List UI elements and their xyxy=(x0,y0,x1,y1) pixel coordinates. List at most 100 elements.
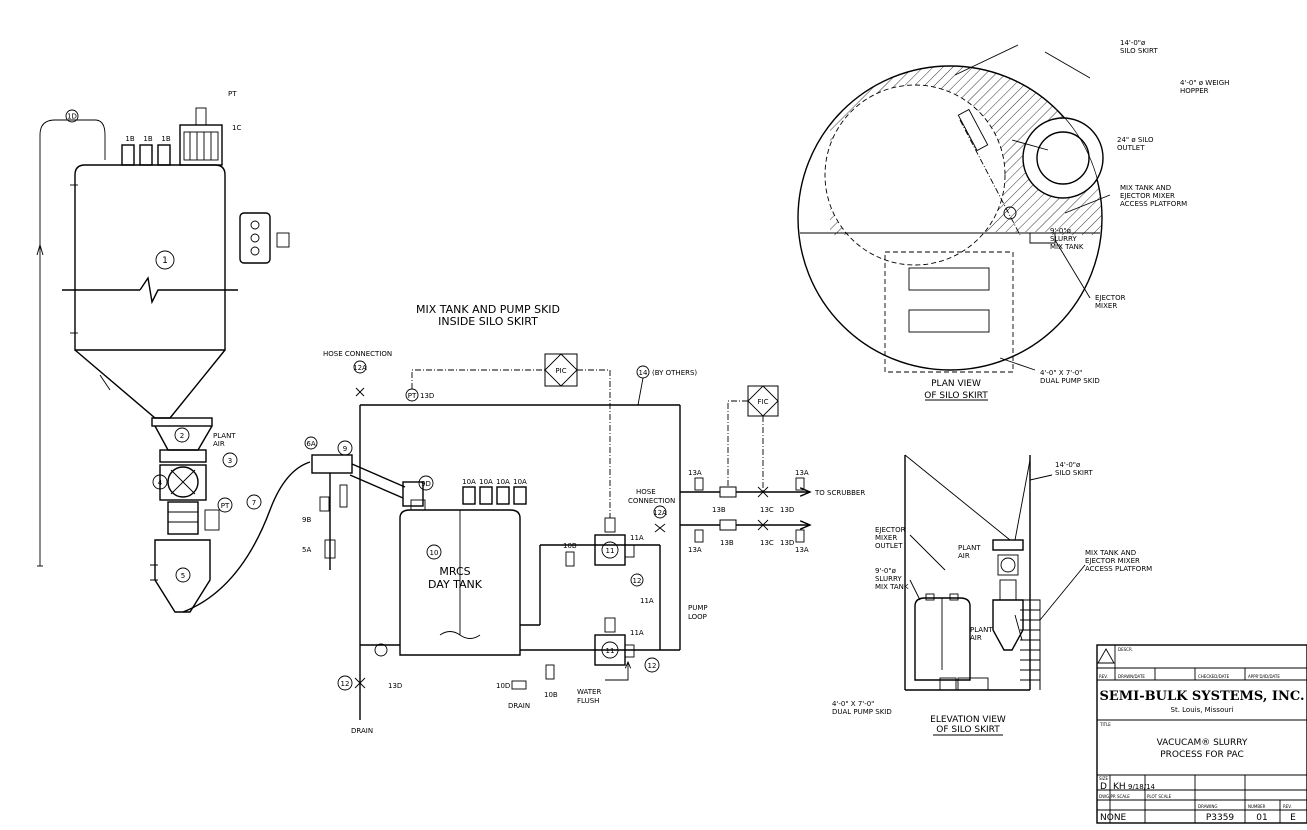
plan-pump-skid: 4'-0" X 7'-0"DUAL PUMP SKID xyxy=(1040,369,1100,385)
tag-13b-1: 13B xyxy=(712,506,726,514)
tag-5a: 5A xyxy=(302,546,311,554)
tb-checked-label: CHECKED/DATE xyxy=(1198,674,1230,679)
top-line-tag: 1D xyxy=(67,113,77,121)
tag-6a: 6A xyxy=(306,440,315,448)
tb-location: St. Louis, Missouri xyxy=(1171,706,1234,714)
pumps: 11 11 11A 11A 11A xyxy=(594,517,654,666)
tag-11a-3: 11A xyxy=(640,597,654,605)
tb-drawn-label: DRAWN/DATE xyxy=(1118,674,1145,679)
pt-skid-num: 13D xyxy=(420,392,434,400)
tag-13a-2: 13A xyxy=(688,546,702,554)
control-panel xyxy=(239,212,290,264)
tb-revision: E xyxy=(1290,813,1296,823)
tag-13a-3: 13A xyxy=(795,469,809,477)
dust-collector-pt: PT xyxy=(228,90,237,98)
tag-13a-1: 13A xyxy=(688,469,702,477)
tb-plot-scale-label: PLOT SCALE xyxy=(1147,794,1172,799)
pump-1-tag: 11 xyxy=(606,547,615,555)
hose-connection-1: HOSE CONNECTION xyxy=(323,350,392,358)
tank-label-line1: MRCS xyxy=(439,565,470,578)
mix-skid-title-line1: MIX TANK AND PUMP SKID xyxy=(416,303,560,316)
mix-skid-title: MIX TANK AND PUMP SKID INSIDE SILO SKIRT xyxy=(416,303,560,328)
water-flush-l1: WATER xyxy=(577,688,601,696)
tb-size: D xyxy=(1100,782,1107,792)
tb-date: 9/18/14 xyxy=(1128,783,1156,791)
tag-9: 9 xyxy=(343,445,347,453)
plan-title-2: OF SILO SKIRT xyxy=(924,391,988,401)
bin-vent-1-tag: 1B xyxy=(125,135,134,143)
tag-10b-2: 10B xyxy=(544,691,558,699)
pump-loop-l2: LOOP xyxy=(688,613,707,621)
tag-13c-2: 13C xyxy=(760,539,774,547)
tank-vent-2: 10A xyxy=(479,478,493,486)
tb-sheet-label: NUMBER xyxy=(1248,804,1266,809)
tag-9d: 9D xyxy=(421,480,431,488)
water-flush-l2: FLUSH xyxy=(577,697,599,705)
tag-2: 2 xyxy=(180,432,184,440)
tag-3: 3 xyxy=(228,457,232,465)
drain-1: DRAIN xyxy=(351,727,373,735)
tag-13d-3: 13D xyxy=(780,539,794,547)
silo: 1 xyxy=(62,164,238,427)
ejector: 9 6A 9D 9B 5A xyxy=(302,436,434,570)
tag-12-2: 12 xyxy=(648,662,657,670)
tag-11a-2: 11A xyxy=(630,629,644,637)
drain-2: DRAIN xyxy=(508,702,530,710)
tag-9b: 9B xyxy=(302,516,311,524)
tb-approved-label: APPR'D/ID/DATE xyxy=(1248,674,1280,679)
tb-rev-label-2: REV. xyxy=(1283,804,1292,809)
tank-vent-4: 10A xyxy=(513,478,527,486)
silo-tag-label: 1 xyxy=(162,256,168,266)
tank-label-line2: DAY TANK xyxy=(428,578,483,591)
tb-drawing-number: P3359 xyxy=(1206,813,1235,823)
tb-drawn: KH xyxy=(1113,782,1126,792)
elev-title-1: ELEVATION VIEW xyxy=(930,715,1006,725)
silo-tag xyxy=(155,250,175,270)
plan-title-1: PLAN VIEW xyxy=(931,379,981,389)
tb-title-1: VACUCAM® SLURRY xyxy=(1157,738,1248,748)
tag-10d: 10D xyxy=(496,682,510,690)
tag-11a-1: 11A xyxy=(630,534,644,542)
tb-sheet: 01 xyxy=(1256,813,1267,823)
dust-collector: 1C PT xyxy=(179,90,241,166)
tag-10b-1: 10B xyxy=(563,542,577,550)
tank-vent-1: 10A xyxy=(462,478,476,486)
tb-title-label: TITLE xyxy=(1099,722,1111,727)
tag-13b-2: 13B xyxy=(720,539,734,547)
tag-7: 7 xyxy=(252,499,256,507)
tb-desc-label: DESCR. xyxy=(1118,647,1133,652)
pump-2-tag: 11 xyxy=(606,647,615,655)
feed-pt: PT xyxy=(221,502,230,510)
tb-drawing-label: DRAWING xyxy=(1198,804,1217,809)
tag-13d-2: 13D xyxy=(780,506,794,514)
mix-skid-title-line2: INSIDE SILO SKIRT xyxy=(438,315,538,328)
hose-connection-2-l1: HOSE xyxy=(636,488,656,496)
title-block: DESCR. REV. DRAWN/DATE CHECKED/DATE APPR… xyxy=(1096,644,1307,824)
fic-label: FIC xyxy=(758,398,769,406)
tag-12-1: 12 xyxy=(633,577,642,585)
by-others: (BY OTHERS) xyxy=(652,369,697,377)
tag-12a-1: 12A xyxy=(353,364,367,372)
pump-loop-l1: PUMP xyxy=(688,604,708,612)
elev-title-2: OF SILO SKIRT xyxy=(936,725,1000,735)
valves-and-instruments: 12A HOSE CONNECTION PT 13D PIC 14 (BY OT… xyxy=(323,350,865,735)
skid-piping xyxy=(359,404,810,720)
tb-company: SEMI-BULK SYSTEMS, INC. xyxy=(1099,689,1304,704)
tag-13a-4: 13A xyxy=(795,546,809,554)
to-scrubber: TO SCRUBBER xyxy=(814,489,865,497)
tank-vent-3: 10A xyxy=(496,478,510,486)
